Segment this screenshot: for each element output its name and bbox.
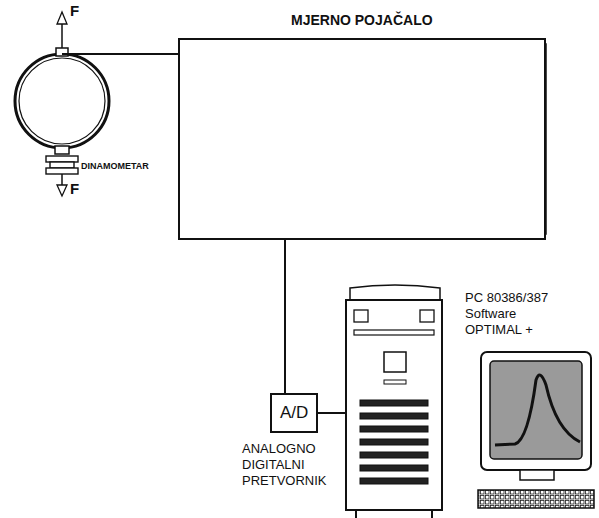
signal-wire (62, 54, 178, 55)
converter-label: A/D (280, 403, 308, 423)
pc-tower (346, 285, 442, 518)
device-label: DINAMOMETAR (81, 161, 149, 171)
computer-monitor: PC 80386/387 Software OPTIMAL + (481, 352, 591, 470)
monitor (478, 352, 594, 508)
tower-cable (318, 412, 346, 414)
signal-wire (285, 240, 286, 393)
panel-title: MJERNO POJAČALO (291, 12, 433, 28)
force-label: F (70, 2, 79, 19)
force-label: F (70, 180, 79, 197)
converter-box: A/DANALOGNO DIGITALNI PRETVORNIK (270, 393, 318, 433)
amplifier-box: MJERNO POJAČALO (178, 38, 546, 240)
dynamometer-ring: DINAMOMETAR (15, 54, 109, 148)
computer-label: PC 80386/387 Software OPTIMAL + (465, 290, 561, 338)
converter-caption: ANALOGNO DIGITALNI PRETVORNIK (242, 441, 332, 489)
